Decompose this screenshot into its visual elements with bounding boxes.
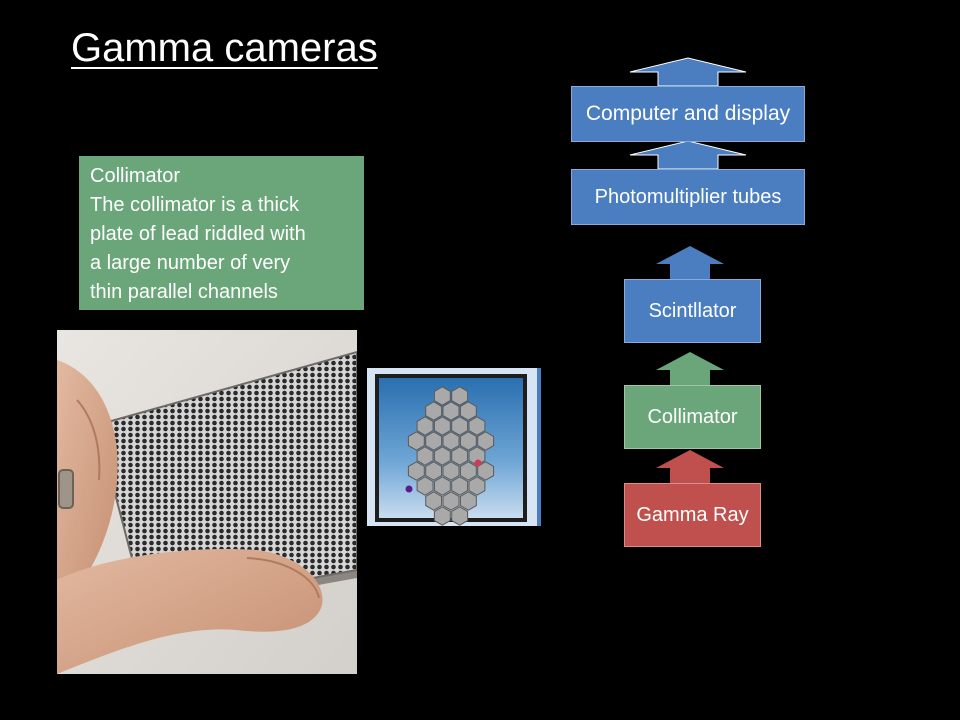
info-line: Collimator xyxy=(90,165,181,187)
arrow-up-icon xyxy=(629,57,747,87)
hex-channel xyxy=(433,386,451,406)
info-line: a large number of very xyxy=(90,252,291,274)
hex-channel xyxy=(425,461,443,481)
hex-channel xyxy=(451,476,469,496)
arrow-up-icon xyxy=(629,140,747,170)
hex-channel xyxy=(451,386,469,406)
hex-channel xyxy=(442,431,460,451)
info-line: thin parallel channels xyxy=(90,281,278,303)
hex-channel xyxy=(459,431,477,451)
hex-channel xyxy=(416,416,434,436)
hex-channel xyxy=(459,461,477,481)
hex-channel xyxy=(451,416,469,436)
hex-channel xyxy=(468,416,486,436)
hex-channel xyxy=(425,431,443,451)
arrow-up-icon xyxy=(656,246,724,279)
hex-channel xyxy=(407,461,425,481)
hex-channel xyxy=(433,416,451,436)
arrow-up-icon xyxy=(656,450,724,483)
hex-channel xyxy=(451,506,469,526)
hex-channel xyxy=(425,491,443,511)
hex-channel xyxy=(442,401,460,421)
hex-channel xyxy=(459,401,477,421)
hex-channel xyxy=(468,476,486,496)
page-title: Gamma cameras xyxy=(71,26,378,70)
hex-channel xyxy=(433,446,451,466)
info-line: The collimator is a thick xyxy=(90,194,299,216)
photomultiplier-box: Photomultiplier tubes xyxy=(571,169,805,225)
hex-channel xyxy=(451,446,469,466)
hex-channel xyxy=(433,506,451,526)
hex-channel xyxy=(433,476,451,496)
scintillator-box: Scintllator xyxy=(624,279,761,343)
hex-channel xyxy=(425,401,443,421)
hex-channel xyxy=(477,431,495,451)
hexagon-channel-diagram xyxy=(367,368,541,526)
hex-channel xyxy=(407,431,425,451)
hex-channel xyxy=(442,461,460,481)
collimator-info-box: Collimator The collimator is a thick pla… xyxy=(79,156,364,310)
collimator-box: Collimator xyxy=(624,385,761,449)
info-line: plate of lead riddled with xyxy=(90,223,306,245)
hex-channel xyxy=(459,491,477,511)
arrow-up-icon xyxy=(656,352,724,385)
hex-channel xyxy=(416,446,434,466)
hex-channel xyxy=(442,491,460,511)
collimator-photo xyxy=(57,330,357,674)
hex-channel xyxy=(416,476,434,496)
computer-display-box: Computer and display xyxy=(571,86,805,142)
gamma-ray-box: Gamma Ray xyxy=(624,483,761,547)
